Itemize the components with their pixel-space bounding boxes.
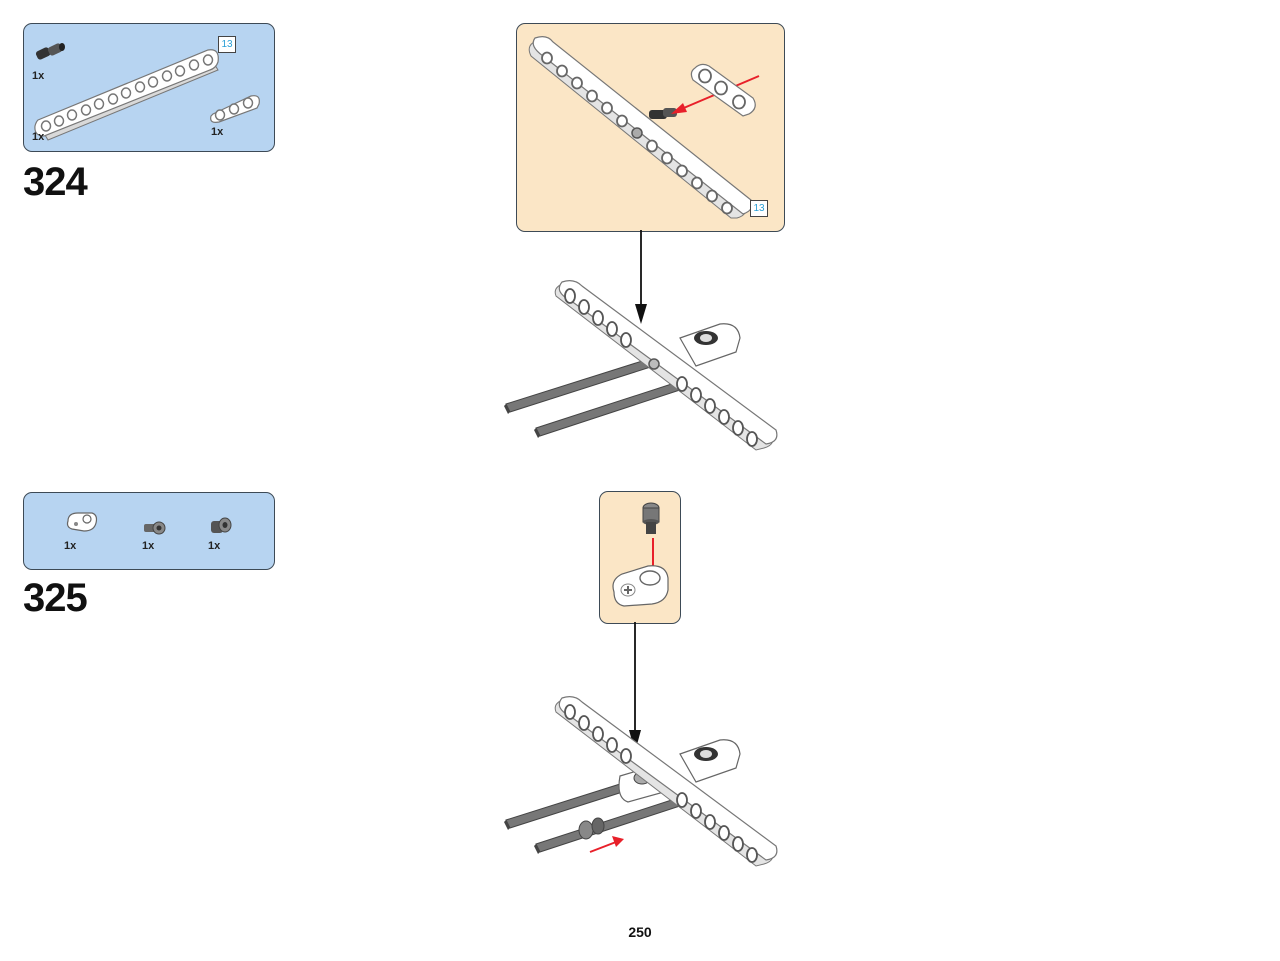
- beam-3-icon: [690, 63, 756, 117]
- beam-length-badge: 13: [750, 200, 768, 217]
- part-qty: 1x: [142, 540, 155, 552]
- subassembly-callout-325: [599, 491, 681, 624]
- step-number: 324: [23, 160, 88, 204]
- parts-list-324: 1x 1x 13 1x: [23, 23, 275, 152]
- axle-pin-icon: [35, 43, 65, 60]
- beam-3-icon: [210, 95, 260, 123]
- step-number: 325: [23, 576, 88, 620]
- beam-length-badge: 13: [218, 36, 236, 53]
- cross-block-icon: [612, 565, 669, 607]
- part-qty: 1x: [32, 70, 45, 82]
- subassembly-callout-324: 13: [516, 23, 785, 232]
- parts-list-325: 1x 1x 1x: [23, 492, 275, 570]
- model-step-325: [504, 696, 778, 867]
- part-qty: 1x: [64, 540, 77, 552]
- part-qty: 1x: [208, 540, 221, 552]
- model-step-324: [504, 280, 778, 451]
- part-qty: 1x: [32, 131, 45, 143]
- cross-block-icon: [66, 512, 98, 532]
- axle-pin-icon: [649, 108, 677, 119]
- page-number: 250: [628, 924, 652, 940]
- beam-13-icon: [34, 49, 219, 141]
- bush-icon: [144, 521, 166, 535]
- part-qty: 1x: [211, 126, 224, 138]
- pin-icon: [642, 502, 660, 534]
- down-arrow-icon: [635, 230, 647, 324]
- pin-icon: [211, 517, 232, 533]
